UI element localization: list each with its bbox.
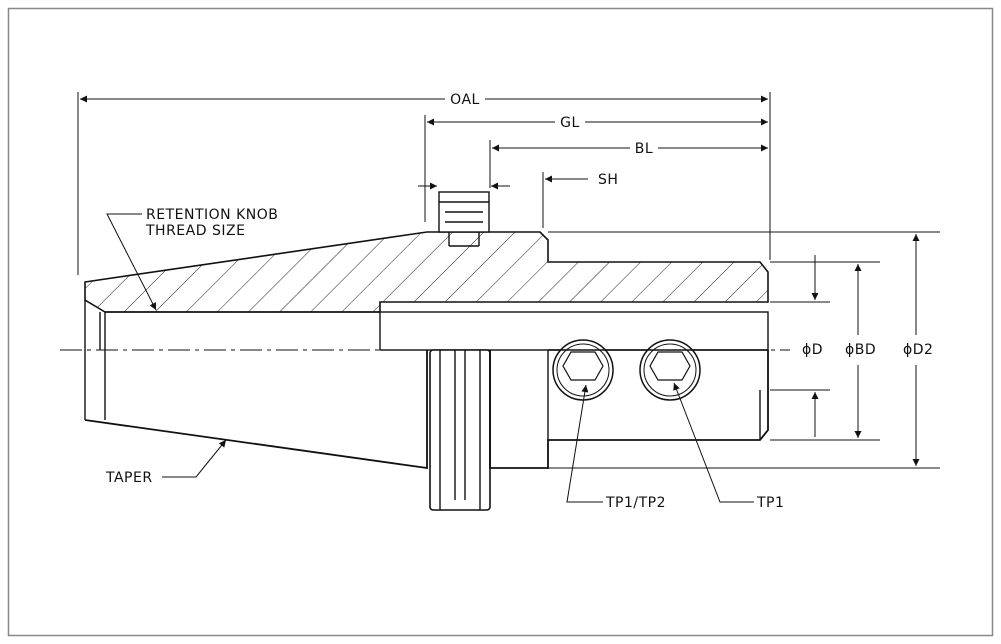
lower-taper-outline [84, 350, 428, 470]
bl-dimension: BL [492, 141, 768, 157]
tp1-label: TP1 [756, 495, 784, 511]
tp1-tp2-label: TP1/TP2 [605, 495, 666, 511]
taper-callout: TAPER [105, 439, 227, 486]
bd-dimension: ϕBD [845, 264, 876, 438]
taper-label: TAPER [105, 470, 153, 486]
d2-dimension: ϕD2 [903, 234, 933, 466]
upper-section-hatched [84, 231, 769, 313]
gl-label: GL [560, 115, 580, 131]
flange [429, 349, 491, 511]
retention-knob-label-line1: RETENTION KNOB [146, 207, 278, 223]
lower-body-outline [489, 350, 769, 469]
gl-dimension: GL [427, 115, 768, 131]
drawing-frame [7, 7, 994, 637]
retention-knob-label-line2: THREAD SIZE [145, 223, 245, 239]
tp1-callout: TP1 [673, 382, 784, 511]
d-dimension: ϕD [802, 255, 823, 437]
sh-dimension: SH [545, 172, 618, 188]
tp1-tp2-callout: TP1/TP2 [566, 384, 666, 511]
set-screw-2 [639, 339, 701, 401]
bd-label: ϕBD [845, 342, 876, 358]
drive-key-slot [438, 191, 490, 247]
d-label: ϕD [802, 342, 823, 358]
sh-label: SH [598, 172, 618, 188]
d2-label: ϕD2 [903, 342, 933, 358]
retention-knob-callout: RETENTION KNOB THREAD SIZE [106, 207, 278, 311]
oal-dimension: OAL [80, 92, 768, 108]
set-screw-1 [552, 339, 614, 401]
oal-label: OAL [450, 92, 480, 108]
bl-label: BL [635, 141, 653, 157]
